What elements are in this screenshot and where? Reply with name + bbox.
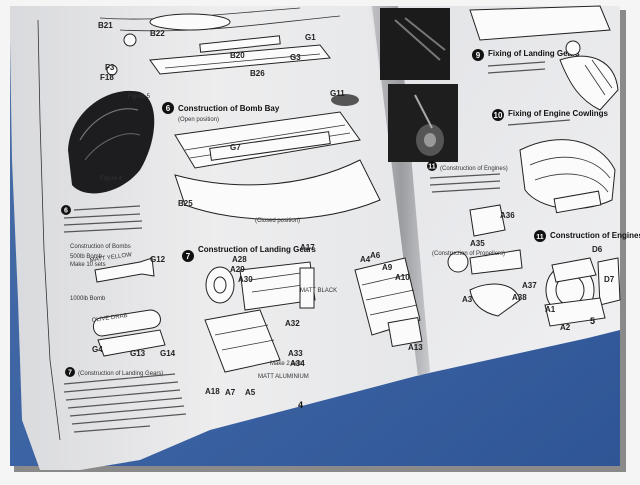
sub-engines: (Construction of Engines): [440, 166, 508, 172]
left-part-code: A29: [230, 265, 245, 274]
left-part-code: F3: [105, 63, 115, 72]
right-part-code: D7: [604, 275, 615, 284]
left-part-code: A13: [408, 343, 423, 352]
sub-propellers: (Construction of Propellers): [432, 251, 505, 257]
bombs-label: Construction of Bombs: [70, 244, 131, 250]
bomb-make-label: Make 10 sets: [70, 262, 106, 268]
left-part-code: A33: [288, 349, 303, 358]
step9-title: Fixing of Landing Gears: [488, 49, 580, 58]
note-matt-black: MATT BLACK: [300, 288, 337, 294]
left-part-code: G11: [330, 89, 345, 98]
left-part-code: A9: [382, 263, 393, 272]
figure-label-2: Figure 5: [128, 94, 151, 100]
left-part-code: G1: [305, 33, 316, 42]
svg-text:11: 11: [428, 164, 436, 171]
left-part-code: A10: [395, 273, 410, 282]
left-part-code: G3: [290, 53, 301, 62]
step9-number: 9: [476, 51, 481, 60]
left-part-code: A5: [245, 388, 256, 397]
step10-title: Fixing of Engine Cowlings: [508, 109, 609, 118]
left-part-code: F18: [100, 73, 114, 82]
left-part-code: A28: [232, 255, 247, 264]
left-part-code: B22: [150, 29, 165, 38]
left-part-code: B20: [230, 51, 245, 60]
step7-title: Construction of Landing Gears: [198, 245, 316, 254]
left-part-code: G7: [230, 143, 241, 152]
step6-subtitle: (Open position): [178, 117, 219, 123]
bomb-500-label: 500lb Bomb: [70, 254, 103, 260]
note-matt-aluminium: MATT ALUMINIUM: [258, 374, 309, 380]
step6-closed-label: (Closed position): [255, 218, 300, 224]
right-part-code: A35: [470, 239, 485, 248]
step10-number: 10: [494, 111, 503, 120]
photo-gear-1: [380, 8, 450, 80]
right-part-code: A37: [522, 281, 537, 290]
left-part-code: A18: [205, 387, 220, 396]
note-olive-drab: OLIVE DRAB: [91, 313, 128, 324]
figure-label: Figure 4: [100, 176, 123, 182]
right-part-code: A36: [500, 211, 515, 220]
left-part-code: A4: [360, 255, 371, 264]
left-part-code: G14: [160, 349, 176, 358]
left-part-code: A6: [370, 251, 381, 260]
step11-number: 11: [536, 234, 544, 241]
bomb-1000-label: 1000lb Bomb: [70, 296, 106, 302]
step7-paragraph-title: (Construction of Landing Gears): [78, 371, 163, 377]
right-part-code: A38: [512, 293, 527, 302]
left-part-code: A32: [285, 319, 300, 328]
right-part-code: A1: [545, 305, 556, 314]
left-part-code: G13: [130, 349, 146, 358]
step6-title: Construction of Bomb Bay: [178, 104, 280, 113]
cockpit-figure: [68, 90, 155, 194]
left-part-code: B26: [250, 69, 265, 78]
left-part-code: G12: [150, 255, 166, 264]
step11-title: Construction of Engines: [550, 231, 640, 240]
left-part-code: A17: [300, 243, 315, 252]
svg-text:7: 7: [68, 370, 72, 377]
gutter: [372, 6, 430, 376]
left-part-code: B21: [98, 21, 113, 30]
step7-number: 7: [186, 252, 191, 261]
right-page-number: 5: [590, 316, 595, 326]
right-part-code: A3: [462, 295, 473, 304]
left-part-code: A30: [238, 275, 253, 284]
step6-number: 6: [166, 104, 171, 113]
left-part-code: A34: [290, 359, 305, 368]
svg-text:6: 6: [64, 208, 68, 215]
left-page-number: 4: [298, 400, 303, 410]
step7-make-label: Make 2 sets: [270, 361, 302, 367]
right-part-code: D6: [592, 245, 603, 254]
right-part-code: A2: [560, 323, 571, 332]
left-part-code: G4: [92, 345, 103, 354]
left-part-code: A7: [225, 388, 236, 397]
left-part-code: B25: [178, 199, 193, 208]
note-matt-yellow: MATT YELLOW: [89, 252, 132, 264]
